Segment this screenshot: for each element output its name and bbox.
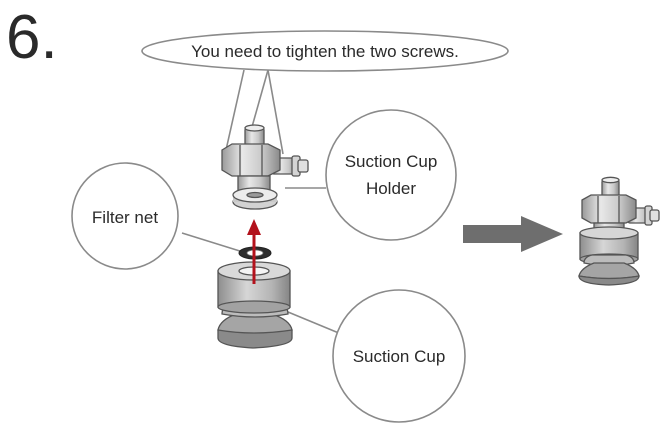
holder-label-line2: Holder: [366, 179, 416, 198]
cup-label: Suction Cup: [353, 347, 446, 366]
cup-callout: Suction Cup: [332, 289, 466, 423]
suction-cup-part: [217, 261, 293, 349]
cup-bubble: [332, 289, 466, 423]
step-number: 6.: [6, 3, 58, 72]
speech-bubble: [141, 30, 509, 72]
filter-label: Filter net: [92, 208, 158, 227]
suction-cup-holder-part: [221, 124, 309, 210]
holder-callout: Suction Cup Holder: [325, 109, 457, 241]
instruction-callout: You need to tighten the two screws.: [141, 30, 509, 72]
leader-lines: [181, 69, 347, 337]
filter-callout: Filter net: [71, 162, 179, 270]
filter-bubble: [71, 162, 179, 270]
holder-label-line1: Suction Cup: [345, 152, 438, 171]
assembled-suction-cup: [578, 176, 660, 286]
instruction-text: You need to tighten the two screws.: [191, 42, 459, 61]
holder-bubble: [325, 109, 457, 241]
gray-right-arrow-icon: [463, 216, 563, 252]
red-up-arrow-icon: [247, 219, 261, 284]
